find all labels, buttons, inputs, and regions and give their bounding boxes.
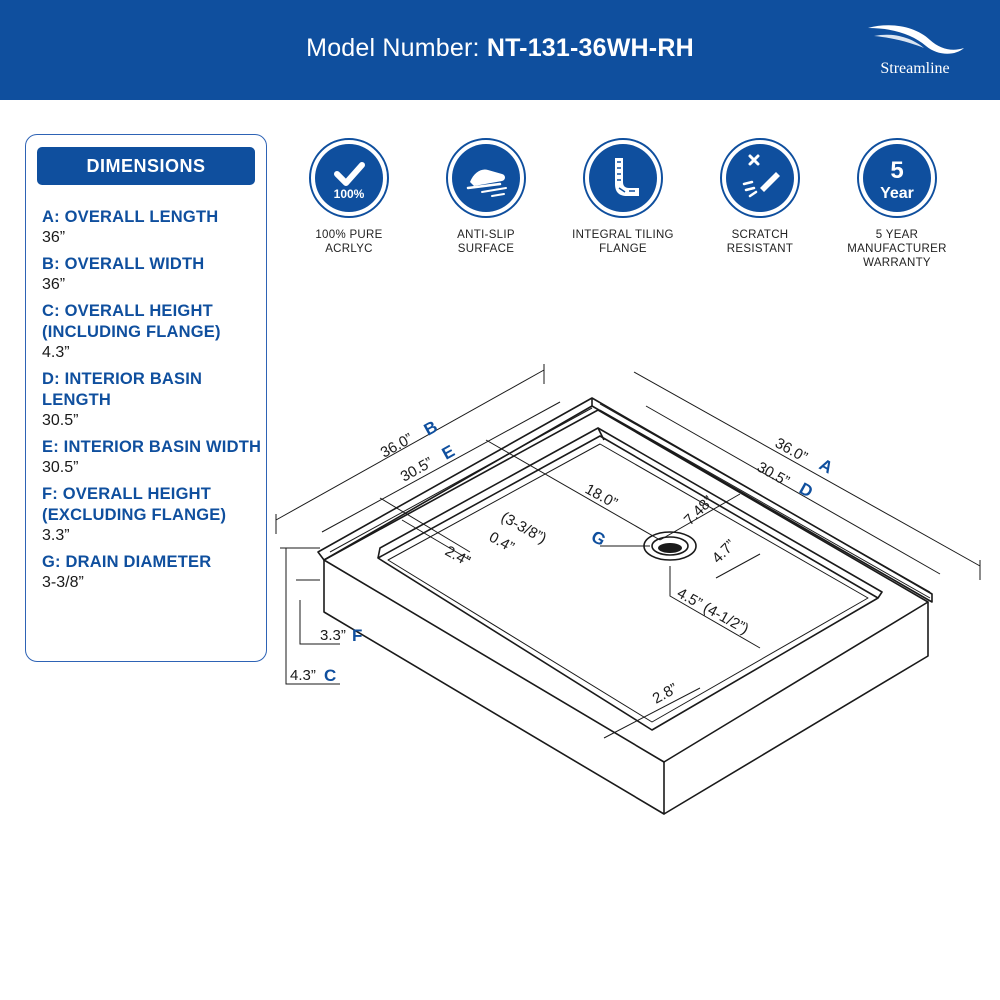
dim-45-label: 4.5” (4-1/2”) — [674, 585, 752, 638]
dim-47-label: 4.7” — [709, 537, 739, 567]
dimension-item: C: OVERALL HEIGHT (INCLUDING FLANGE) 4.3” — [42, 301, 264, 363]
dim-04-label: 0.4” — [486, 529, 517, 556]
drain — [643, 531, 697, 561]
check-icon: 100% — [334, 162, 365, 201]
dimension-item: E: INTERIOR BASIN WIDTH 30.5” — [42, 437, 264, 478]
dimension-label: G: DRAIN DIAMETER — [42, 553, 212, 571]
shoe-icon — [466, 169, 507, 197]
dimension-label: E: INTERIOR BASIN WIDTH — [42, 438, 262, 456]
scratch-icon — [742, 154, 780, 198]
model-number-title: Model Number: NT-131-36WH-RH — [0, 34, 1000, 63]
dim-18-label: 18.0” — [582, 481, 620, 512]
dim-e-key: E — [439, 441, 458, 463]
feature-caption-line: 100% PURE — [315, 229, 383, 241]
dimension-value: 4.3” — [42, 344, 70, 361]
dimension-item: G: DRAIN DIAMETER 3-3/8” — [42, 552, 264, 593]
dim-b-key: B — [421, 417, 441, 440]
pure-badge: 100% — [334, 187, 365, 201]
dimension-value: 36” — [42, 276, 66, 293]
feature-caption-line: MANUFACTURER — [847, 243, 947, 255]
dim-a-value: 36.0” — [772, 435, 810, 466]
brand-name: Streamline — [880, 60, 950, 77]
dim-c-value: 4.3” — [290, 667, 316, 684]
dim-d-value: 30.5” — [754, 459, 792, 490]
feature-caption-line: 5 YEAR — [875, 229, 919, 241]
feature-pure-acrylic: 100% 100% PURE ACRLYC — [284, 138, 414, 256]
dim-b-value: 36.0” — [378, 430, 416, 461]
dim-d-key: D — [796, 479, 816, 502]
dimension-label: C: OVERALL HEIGHT (INCLUDING FLANGE) — [42, 302, 221, 341]
header-bar: Model Number: NT-131-36WH-RH Streamline — [0, 0, 1000, 100]
streamline-logo: Streamline — [860, 22, 970, 82]
feature-anti-slip: ANTI-SLIP SURFACE — [421, 138, 551, 256]
model-number-label: Model Number: — [306, 34, 480, 62]
warranty-year-word: Year — [880, 185, 914, 202]
shower-base-outline — [317, 397, 933, 815]
feature-caption-line: SCRATCH — [731, 229, 789, 241]
dimension-item: D: INTERIOR BASIN LENGTH 30.5” — [42, 369, 264, 431]
dimension-item: B: OVERALL WIDTH 36” — [42, 254, 264, 295]
dimension-item: A: OVERALL LENGTH 36” — [42, 207, 264, 248]
warranty-icon: 5 Year — [880, 157, 914, 202]
feature-caption-line: INTEGRAL TILING — [572, 229, 674, 241]
dimension-value: 30.5” — [42, 459, 79, 476]
feature-scratch-resistant: SCRATCH RESISTANT — [695, 138, 825, 256]
dim-f-key: F — [352, 626, 362, 645]
dimensions-title: DIMENSIONS — [37, 147, 255, 185]
dimension-item: F: OVERALL HEIGHT (EXCLUDING FLANGE) 3.3” — [42, 484, 264, 546]
dim-a-key: A — [816, 455, 836, 478]
feature-warranty: 5 Year 5 YEAR MANUFACTURER WARRANTY — [832, 138, 962, 270]
feature-tiling-flange: INTEGRAL TILING FLANGE — [558, 138, 688, 256]
feature-caption-line: RESISTANT — [726, 243, 794, 255]
dimensions-list: A: OVERALL LENGTH 36” B: OVERALL WIDTH 36” C… — [42, 207, 264, 599]
dimension-label: F: OVERALL HEIGHT (EXCLUDING FLANGE) — [42, 485, 227, 524]
flange-icon — [615, 158, 639, 196]
feature-caption-line: ANTI-SLIP — [457, 229, 515, 241]
warranty-years: 5 — [890, 157, 903, 184]
dim-28-label: 2.8” — [650, 680, 681, 707]
feature-caption-line: SURFACE — [457, 243, 515, 255]
feature-caption-line: WARRANTY — [863, 257, 931, 269]
dimension-value: 3-3/8” — [42, 574, 84, 591]
dim-c-key: C — [324, 666, 336, 685]
dimension-label: D: INTERIOR BASIN LENGTH — [42, 370, 203, 409]
dimension-label: A: OVERALL LENGTH — [42, 208, 219, 226]
dimension-lines — [275, 364, 981, 739]
dimension-value: 3.3” — [42, 527, 70, 544]
model-number-value: NT-131-36WH-RH — [486, 34, 694, 62]
feature-caption-line: FLANGE — [599, 243, 647, 255]
dimension-value: 36” — [42, 229, 66, 246]
dimension-label: B: OVERALL WIDTH — [42, 255, 205, 273]
feature-caption-line: ACRLYC — [325, 243, 373, 255]
dimension-value: 30.5” — [42, 412, 79, 429]
wave-logo-icon — [868, 25, 964, 54]
dim-f-value: 3.3” — [320, 627, 346, 644]
